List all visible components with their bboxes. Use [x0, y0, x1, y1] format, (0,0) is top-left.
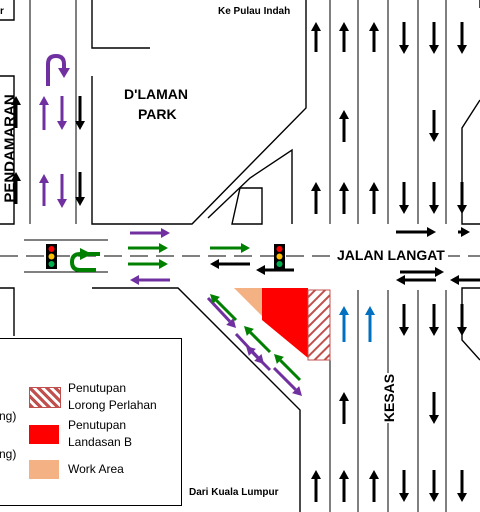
top-left-fragment: r: [0, 6, 4, 17]
arrow-head-1: [339, 22, 349, 31]
arrow-head-29: [427, 227, 436, 237]
arrow-head-32: [450, 275, 459, 285]
arrow-head-0: [311, 22, 321, 31]
arrow-head-2: [369, 22, 379, 31]
arrow-head-40: [246, 346, 256, 356]
nw-block-edge: [0, 0, 15, 21]
arrow-head-10: [429, 133, 439, 142]
south-east-block-edge: [461, 287, 480, 361]
arrow-head-15: [75, 121, 85, 130]
work-area-block-2: [234, 288, 262, 316]
arrow-shaft-37: [215, 299, 238, 322]
arrow-head-24: [159, 259, 168, 269]
legend-label-tan: Work Area: [68, 462, 124, 476]
north-destination-label: Ke Pulau Indah: [218, 6, 291, 17]
arrow-head-38: [244, 326, 254, 336]
arrow-head-3: [339, 110, 349, 119]
traffic-arrows: [11, 22, 480, 502]
arrow-head-33: [435, 267, 444, 277]
arrow-head-46: [339, 392, 349, 401]
arrow-head-9: [457, 45, 467, 54]
legend-swatch-red: [29, 425, 59, 444]
arrow-head-21: [57, 199, 67, 208]
building-label-line1: D'LAMAN: [124, 86, 188, 102]
landasan-b-closure: [262, 288, 308, 358]
arrow-head-52: [429, 493, 439, 502]
u-turn-arrow-north: [46, 53, 70, 86]
east-upper-block-edge: [461, 99, 480, 225]
east-road-label: JALAN LANGAT: [334, 247, 448, 263]
arrow-shaft-40: [251, 351, 272, 372]
arrow-head-30: [461, 227, 470, 237]
traffic-light-west: [46, 244, 57, 269]
arrow-head-14: [11, 96, 21, 105]
arrow-head-36: [292, 386, 302, 396]
arrow-head-47: [429, 415, 439, 424]
arrow-head-7: [399, 45, 409, 54]
arrow-head-53: [457, 493, 467, 502]
dlaman-block-edge: [91, 0, 307, 225]
arrow-head-31: [396, 275, 405, 285]
legend-cut-text-2: ng): [0, 447, 17, 461]
arrow-head-22: [161, 228, 170, 238]
arrow-head-19: [57, 121, 67, 130]
arrow-head-5: [339, 182, 349, 191]
legend-label-red-1: Penutupan: [68, 418, 127, 432]
lorong-perlahan-closure: [307, 289, 331, 361]
arrow-head-11: [399, 205, 409, 214]
legend-label-hatched-1: Penutupan: [68, 381, 127, 395]
arrow-shaft-36: [272, 366, 297, 391]
arrow-head-4: [311, 182, 321, 191]
legend-label-red-2: Landasan B: [68, 435, 133, 449]
arrow-shaft-38: [249, 331, 272, 354]
arrow-head-48: [311, 470, 321, 479]
slip-road-edge: [92, 287, 301, 512]
arrow-head-16: [11, 172, 21, 181]
west-block-edge: [0, 75, 15, 225]
arrow-head-42: [365, 306, 375, 315]
north-island: [207, 148, 293, 224]
arrow-head-26: [241, 243, 250, 253]
legend-cut-text-1: ng): [0, 409, 17, 423]
arrow-head-37: [210, 294, 220, 304]
arrow-shaft-34: [206, 296, 231, 323]
arrow-head-20: [39, 174, 49, 183]
arrow-head-43: [399, 327, 409, 336]
building-label-line2: PARK: [138, 106, 177, 122]
legend-label-hatched-2: Lorong Perlahan: [68, 398, 157, 412]
north-left-block-edge: [91, 0, 150, 49]
legend-swatch-tan: [29, 460, 59, 479]
arrow-head-13: [457, 205, 467, 214]
arrow-head-27: [210, 259, 219, 269]
u-turn-arrow-west: [69, 248, 100, 272]
south-destination-label: Dari Kuala Lumpur: [189, 487, 279, 498]
arrow-head-18: [39, 96, 49, 105]
arrow-head-44: [429, 327, 439, 336]
arrow-head-39: [274, 354, 284, 364]
legend: ng) ng) Penutupan Lorong Perlahan Penutu…: [0, 338, 182, 506]
arrow-head-17: [75, 197, 85, 206]
southwest-block-edge: [0, 287, 15, 336]
arrow-head-8: [429, 45, 439, 54]
arrow-head-50: [369, 470, 379, 479]
arrow-head-34: [226, 318, 236, 328]
arrow-head-12: [429, 205, 439, 214]
traffic-light-east: [274, 244, 285, 269]
arrow-head-49: [339, 470, 349, 479]
arrow-head-6: [369, 182, 379, 191]
west-road-label: PENDAMARAN: [1, 94, 19, 203]
arrow-shaft-39: [279, 359, 302, 382]
south-island: [231, 187, 263, 225]
arrow-head-25: [130, 275, 139, 285]
arrow-head-28: [256, 265, 265, 275]
arrow-head-51: [399, 493, 409, 502]
arrow-head-41: [339, 306, 349, 315]
arrow-head-45: [457, 327, 467, 336]
south-road-label: KESAS: [381, 373, 397, 423]
arrow-head-23: [159, 243, 168, 253]
legend-swatch-hatched: [29, 387, 61, 408]
